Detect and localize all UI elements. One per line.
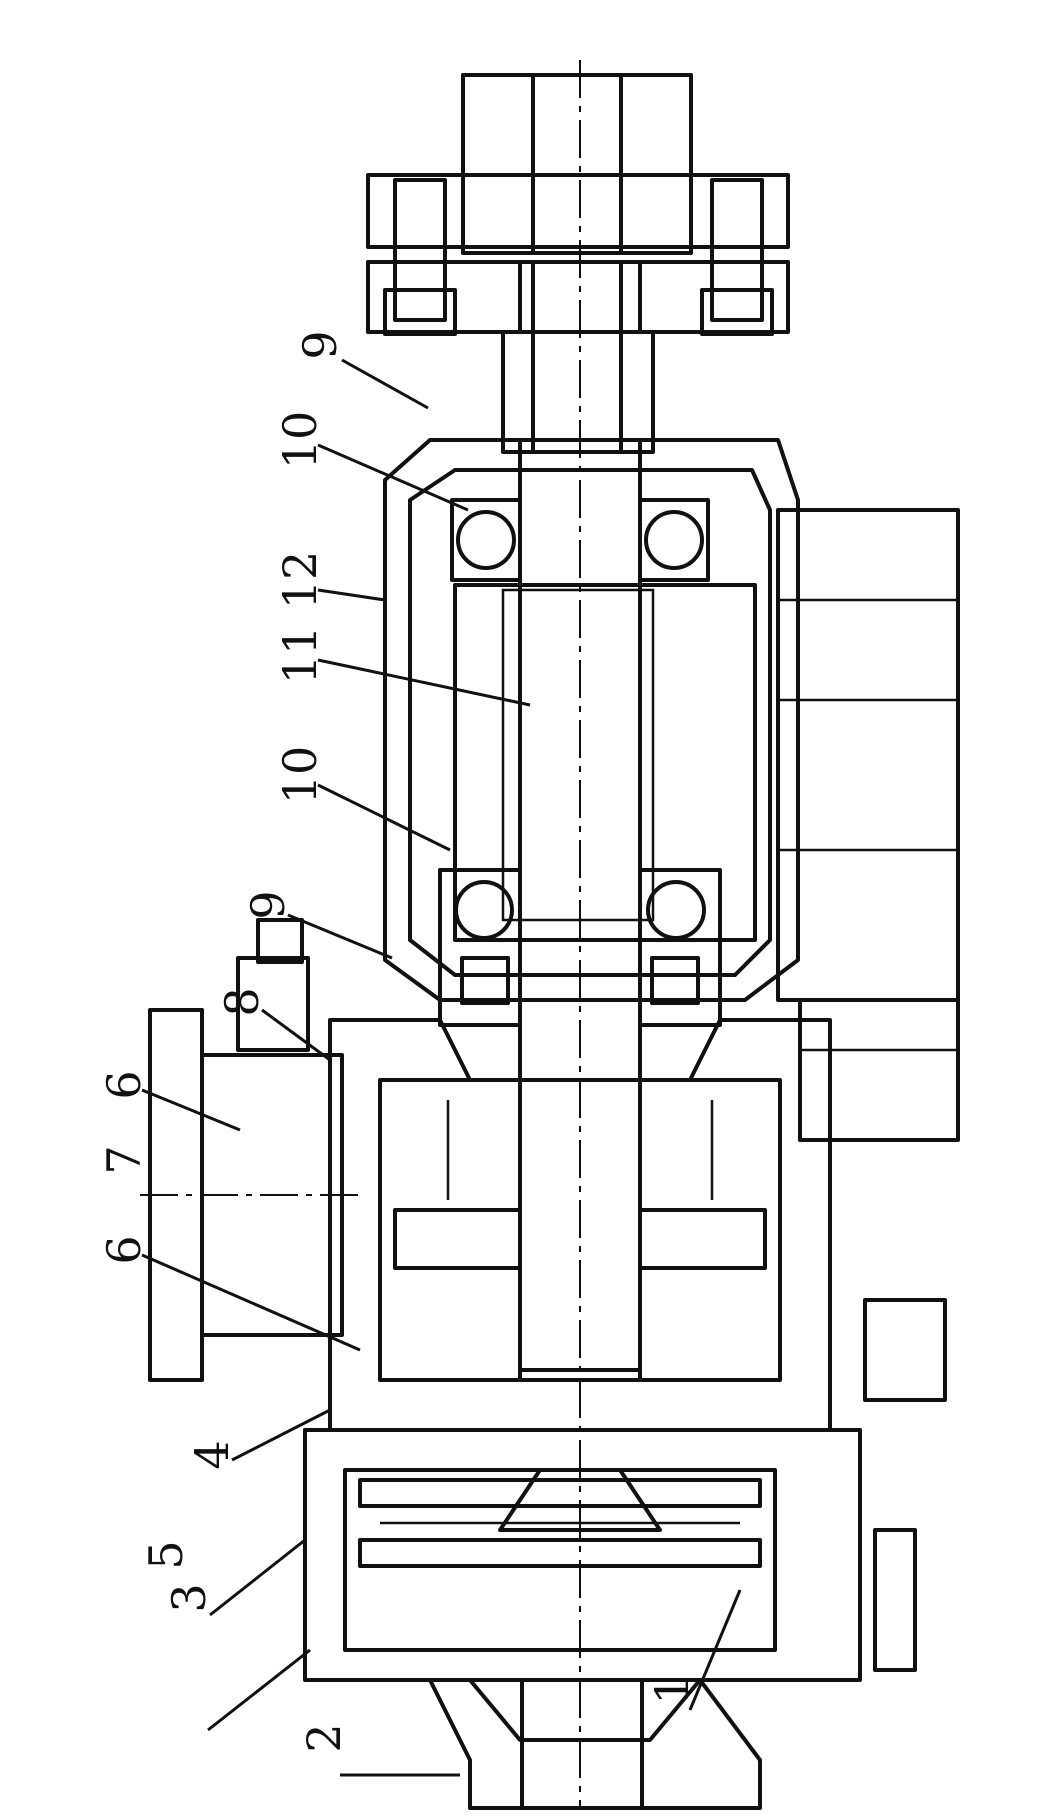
discharge-flange-bolt <box>236 918 310 1052</box>
callout-6-lower: 6 <box>97 1235 151 1264</box>
callout-4: 4 <box>185 1440 239 1469</box>
callout-2: 2 <box>297 1723 351 1752</box>
callout-9-upper: 9 <box>293 330 347 359</box>
bottom-drain-bolt <box>863 1298 947 1672</box>
lower-bearing <box>438 868 722 1027</box>
callout-9-lower: 9 <box>241 890 295 919</box>
callout-12: 12 <box>273 551 327 610</box>
callout-8: 8 <box>215 987 269 1016</box>
shaft <box>501 438 655 1372</box>
coupling-bolt-left <box>383 178 457 336</box>
callout-5: 5 <box>139 1540 193 1569</box>
coupling-bolt-right <box>700 178 774 336</box>
impeller <box>358 1468 762 1568</box>
coupling <box>366 73 790 454</box>
callouts: 9 10 12 11 10 9 8 6 7 6 4 5 3 2 1 <box>97 330 699 1752</box>
callout-1: 1 <box>645 1675 699 1704</box>
upper-bearing <box>450 498 710 582</box>
callout-10-lower: 10 <box>273 746 327 805</box>
callout-3: 3 <box>162 1583 216 1612</box>
bearing-housing <box>383 438 960 1142</box>
callout-10-upper: 10 <box>273 411 327 470</box>
pump-volute <box>303 1428 862 1742</box>
callout-7: 7 <box>97 1145 151 1174</box>
discharge-nozzle <box>140 1008 360 1382</box>
callout-11: 11 <box>273 626 327 685</box>
suction-nozzle <box>428 1678 762 1810</box>
leader-lines <box>141 358 742 1777</box>
callout-6-upper: 6 <box>97 1070 151 1099</box>
